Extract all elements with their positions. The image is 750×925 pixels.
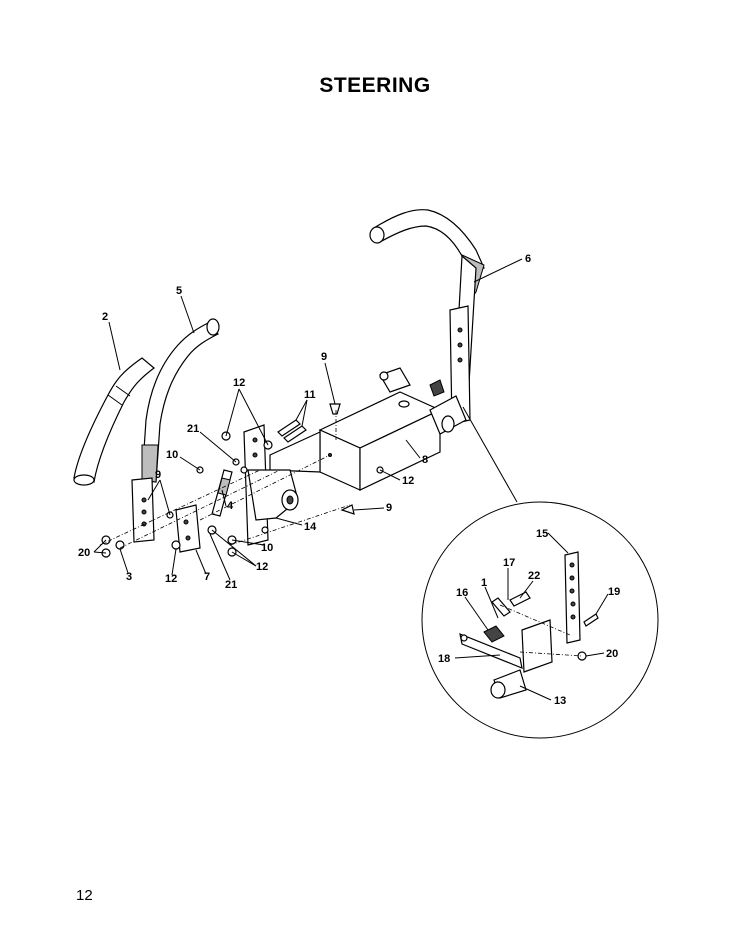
callout-12-mid: 12 [402, 475, 414, 487]
callout-10-top: 10 [166, 449, 178, 461]
detail-circle [421, 501, 659, 739]
assembly-centerlines [99, 410, 351, 549]
callout-13: 13 [554, 695, 566, 707]
callout-6: 6 [525, 253, 531, 265]
page-title: STEERING [319, 74, 431, 97]
right-steering-lever [369, 209, 485, 425]
callout-20-left: 20 [78, 547, 90, 559]
callout-16: 16 [456, 587, 468, 599]
callout-21-top: 21 [187, 423, 199, 435]
callout-18: 18 [438, 653, 450, 665]
callout-3: 3 [126, 571, 132, 583]
detail-linkage [459, 551, 599, 699]
callout-17: 17 [503, 557, 515, 569]
callout-8: 8 [422, 454, 428, 466]
left-handle-grip [73, 357, 155, 486]
leader-lines [93, 258, 609, 701]
callout-15: 15 [536, 528, 548, 540]
callout-22: 22 [528, 570, 540, 582]
callout-19: 19 [608, 586, 620, 598]
callout-21-bottom: 21 [225, 579, 237, 591]
callout-12-bottom: 12 [165, 573, 177, 585]
page-number: 12 [76, 887, 93, 904]
callout-20-right: 20 [606, 648, 618, 660]
callout-7: 7 [204, 571, 210, 583]
mount-bracket [175, 504, 201, 553]
callout-10-bottom: 10 [261, 542, 273, 554]
callout-9-right: 9 [386, 502, 392, 514]
callout-5: 5 [176, 285, 182, 297]
callout-4: 4 [227, 500, 234, 512]
left-pivot-bracket [243, 424, 299, 546]
callouts: 2 5 6 9 12 11 21 10 8 12 9 4 9 14 10 20 … [78, 253, 620, 707]
callout-9-left: 9 [155, 469, 161, 481]
callout-1: 1 [481, 577, 487, 589]
callout-11: 11 [304, 389, 316, 401]
callout-2: 2 [102, 311, 108, 323]
left-steering-lever [131, 318, 220, 543]
callout-12-right: 12 [256, 561, 268, 573]
steering-frame [269, 367, 467, 491]
callout-9-top: 9 [321, 351, 327, 363]
callout-14: 14 [304, 521, 317, 533]
callout-12-top: 12 [233, 377, 245, 389]
